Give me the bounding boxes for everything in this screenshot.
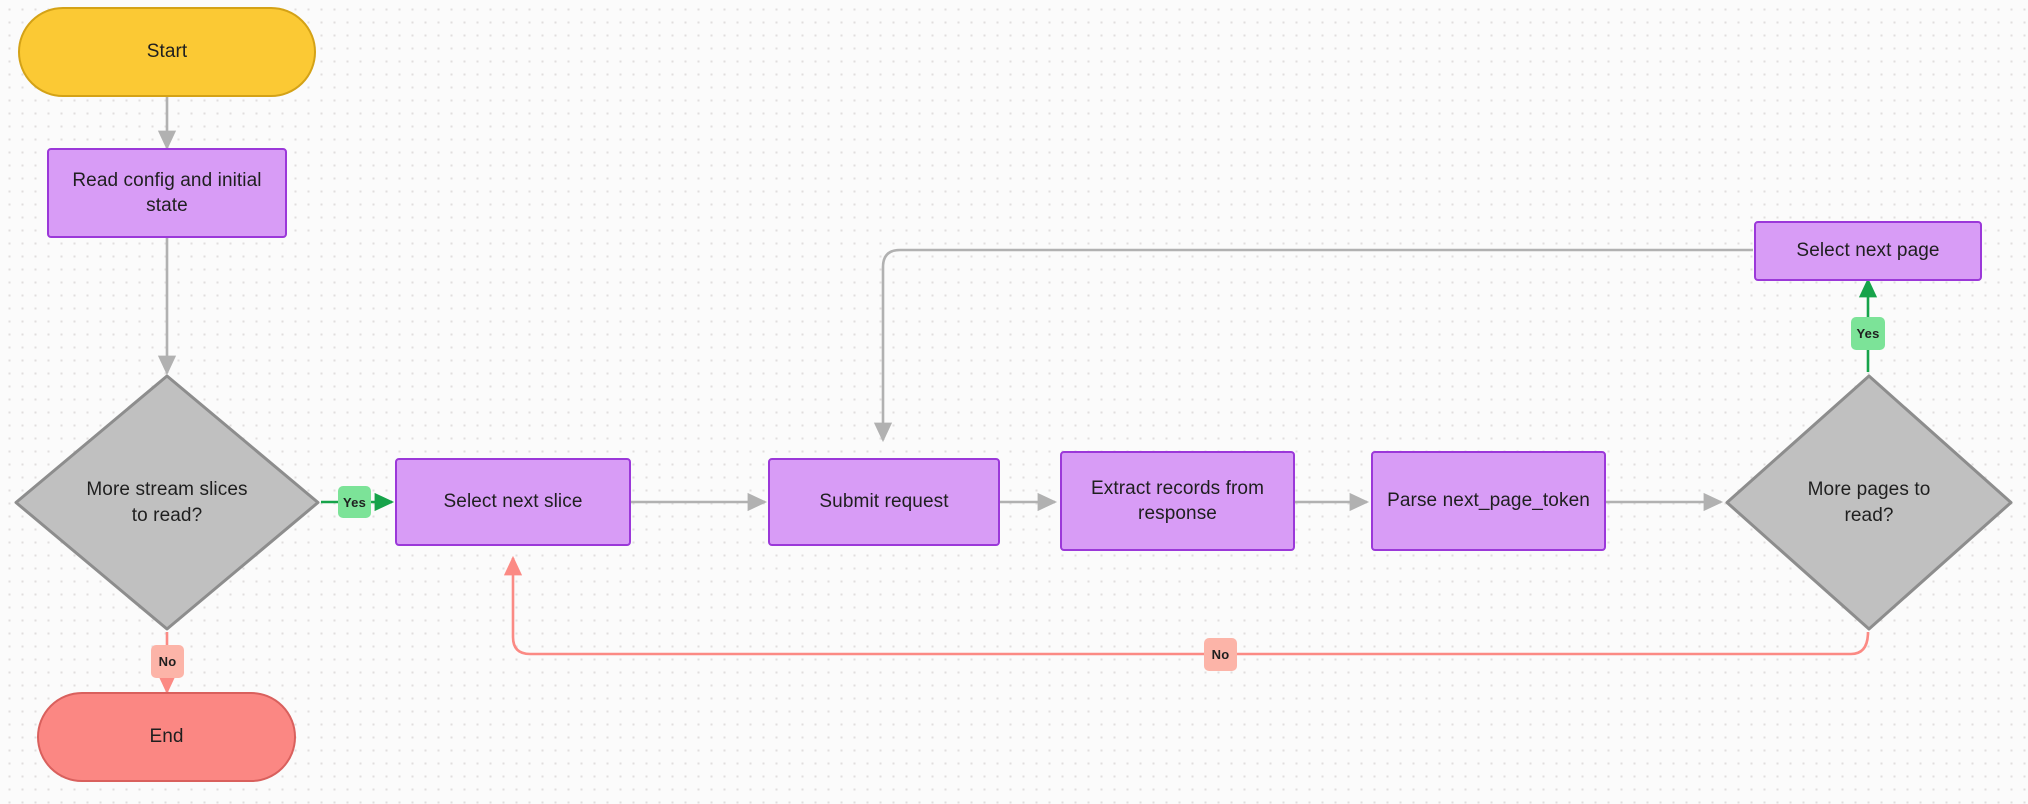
node-start-label: Start [146,41,188,63]
edge-label-yes-more-pages-text: Yes [1856,326,1880,341]
node-submit-request-label: Submit request [819,491,949,513]
node-end[interactable]: End [37,692,296,782]
edge-label-yes-more-slices[interactable]: Yes [338,486,371,518]
node-parse-next-page-token-label: Parse next_page_token [1387,490,1590,512]
edge-select-page-to-submit-loop [873,248,1753,443]
node-submit-request[interactable]: Submit request [768,458,1000,546]
diamond-shape-more-slices [14,374,320,631]
node-select-next-slice[interactable]: Select next slice [395,458,631,546]
node-select-next-page[interactable]: Select next page [1754,221,1982,281]
edge-label-no-more-slices[interactable]: No [151,645,184,678]
node-select-next-page-label: Select next page [1796,240,1940,262]
node-more-pages[interactable]: More pages to read? [1724,373,2014,632]
node-read-config[interactable]: Read config and initial state [47,148,287,238]
edge-more-pages-no-to-select-slice-loop [503,555,1870,656]
node-start[interactable]: Start [18,7,316,97]
node-parse-next-page-token[interactable]: Parse next_page_token [1371,451,1606,551]
diamond-shape-more-pages [1725,374,2013,631]
node-read-config-label: Read config and initial state [72,169,262,216]
edge-label-no-more-pages-text: No [1211,647,1230,662]
node-end-label: End [149,726,184,748]
edge-label-yes-more-slices-text: Yes [342,494,366,510]
edge-label-no-more-pages[interactable]: No [1204,638,1237,671]
node-extract-records-label: Extract records from response [1090,477,1265,524]
node-more-stream-slices[interactable]: More stream slices to read? [13,373,321,632]
edge-label-yes-more-pages[interactable]: Yes [1851,317,1885,350]
node-extract-records[interactable]: Extract records from response [1060,451,1295,551]
node-select-next-slice-label: Select next slice [443,491,583,513]
edge-label-no-more-slices-text: No [158,654,177,669]
